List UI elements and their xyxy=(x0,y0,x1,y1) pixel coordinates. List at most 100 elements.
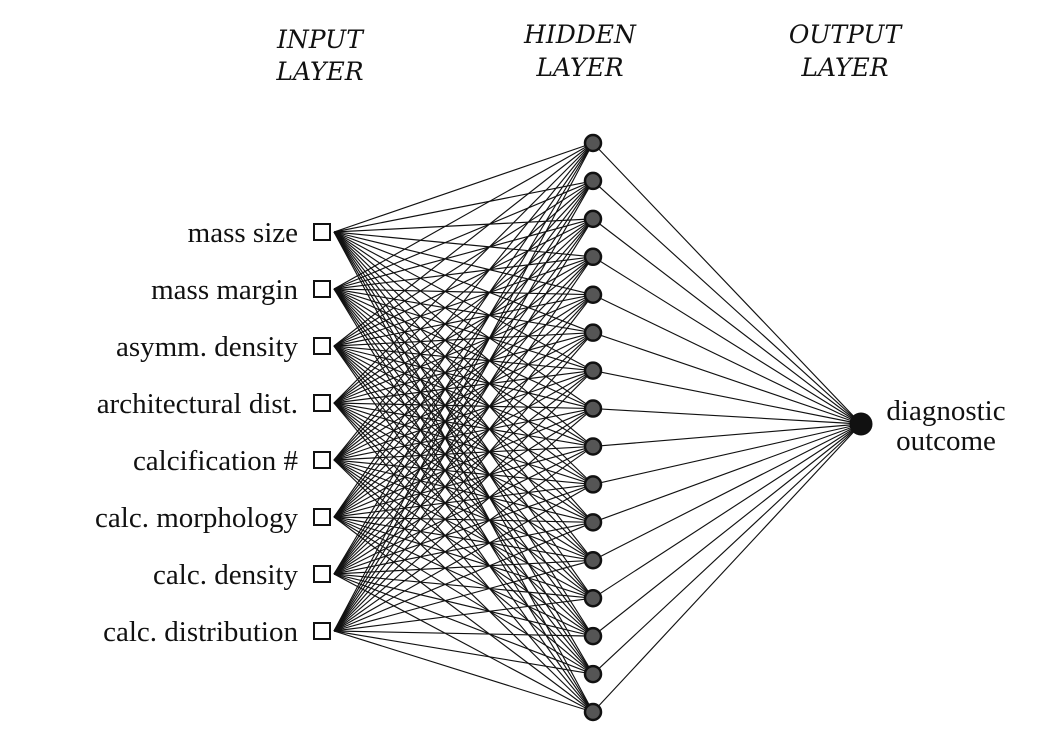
edge-hidden-1-output-0 xyxy=(592,180,862,425)
edge-hidden-9-output-0 xyxy=(592,423,862,485)
hidden-node-1 xyxy=(583,171,603,191)
edge-hidden-4-output-0 xyxy=(592,294,862,425)
edge-input-6-hidden-1 xyxy=(333,180,594,575)
output-layer-title-line-2: LAYER xyxy=(800,53,888,82)
input-node-3 xyxy=(313,394,331,412)
edge-input-7-hidden-15 xyxy=(333,630,594,713)
output-node-0 xyxy=(849,412,873,436)
edge-input-1-hidden-2 xyxy=(333,218,594,290)
hidden-node-2 xyxy=(583,209,603,229)
edge-input-6-hidden-3 xyxy=(333,256,594,575)
hidden-node-10 xyxy=(583,513,603,532)
hidden-layer-title-line-1: HIDDEN xyxy=(523,20,637,49)
input-node-2 xyxy=(313,337,331,355)
edge-hidden-11-output-0 xyxy=(592,423,862,561)
edge-input-5-hidden-2 xyxy=(333,218,594,518)
edge-input-3-hidden-0 xyxy=(333,142,594,404)
edge-input-5-hidden-1 xyxy=(333,180,594,518)
output-layer-title-line-1: OUTPUT xyxy=(789,20,904,49)
edge-hidden-13-output-0 xyxy=(592,423,862,637)
edge-hidden-15-output-0 xyxy=(592,423,862,713)
hidden-node-0 xyxy=(583,133,603,153)
hidden-node-8 xyxy=(583,437,603,456)
input-node-5 xyxy=(313,508,331,526)
edge-input-2-hidden-0 xyxy=(333,142,594,347)
nodes xyxy=(313,133,873,722)
edge-hidden-12-output-0 xyxy=(592,423,862,599)
input-node-label-1: mass margin xyxy=(151,274,298,306)
edge-hidden-3-output-0 xyxy=(592,256,862,425)
edge-input-7-hidden-8 xyxy=(333,445,594,632)
edge-input-7-hidden-3 xyxy=(333,256,594,632)
input-node-label-4: calcification # xyxy=(133,445,298,477)
edge-input-6-hidden-11 xyxy=(333,559,594,575)
edge-input-6-hidden-6 xyxy=(333,370,594,575)
hidden-node-6 xyxy=(583,361,603,380)
edge-input-1-hidden-1 xyxy=(333,180,594,290)
edge-input-7-hidden-13 xyxy=(333,630,594,637)
hidden-node-15 xyxy=(583,702,603,722)
edge-input-6-hidden-2 xyxy=(333,218,594,575)
input-node-4 xyxy=(313,451,331,469)
edge-input-6-hidden-5 xyxy=(333,332,594,575)
edge-input-7-hidden-6 xyxy=(333,370,594,632)
edge-input-7-hidden-14 xyxy=(333,630,594,675)
hidden-node-7 xyxy=(583,399,603,418)
input-node-1 xyxy=(313,280,331,298)
input-node-7 xyxy=(313,622,331,640)
edge-input-7-hidden-12 xyxy=(333,597,594,632)
edge-input-6-hidden-4 xyxy=(333,294,594,575)
input-node-label-5: calc. morphology xyxy=(95,502,298,534)
hidden-node-5 xyxy=(583,323,603,342)
connections xyxy=(333,142,862,713)
edge-input-7-hidden-1 xyxy=(333,180,594,632)
edge-hidden-14-output-0 xyxy=(592,423,862,675)
hidden-node-12 xyxy=(583,588,603,608)
edge-input-0-hidden-1 xyxy=(333,180,594,233)
input-node-0 xyxy=(313,223,331,241)
input-layer-title-line-1: INPUT xyxy=(276,25,365,54)
edge-input-7-hidden-0 xyxy=(333,142,594,632)
edge-input-5-hidden-0 xyxy=(333,142,594,518)
edge-input-1-hidden-0 xyxy=(333,142,594,290)
edge-input-3-hidden-2 xyxy=(333,218,594,404)
edge-hidden-6-output-0 xyxy=(592,370,862,425)
edge-input-0-hidden-2 xyxy=(333,218,594,233)
edge-input-2-hidden-2 xyxy=(333,218,594,347)
hidden-node-13 xyxy=(583,626,603,646)
edge-input-7-hidden-10 xyxy=(333,521,594,632)
edge-input-4-hidden-2 xyxy=(333,218,594,461)
hidden-node-4 xyxy=(583,285,603,304)
edge-input-7-hidden-5 xyxy=(333,332,594,632)
input-node-label-2: asymm. density xyxy=(116,331,299,363)
input-layer-title-line-2: LAYER xyxy=(275,57,363,86)
edge-hidden-5-output-0 xyxy=(592,332,862,425)
edge-input-6-hidden-7 xyxy=(333,408,594,575)
input-node-label-6: calc. density xyxy=(153,559,298,591)
edge-input-6-hidden-0 xyxy=(333,142,594,575)
edge-input-6-hidden-10 xyxy=(333,521,594,575)
edge-hidden-10-output-0 xyxy=(592,423,862,523)
hidden-node-9 xyxy=(583,475,603,494)
edge-hidden-0-output-0 xyxy=(592,142,862,425)
edge-hidden-8-output-0 xyxy=(592,423,862,448)
hidden-node-11 xyxy=(583,551,603,570)
hidden-layer-title-line-2: LAYER xyxy=(535,53,623,82)
edge-input-7-hidden-7 xyxy=(333,408,594,632)
output-node-label-line-1: outcome xyxy=(896,425,996,457)
input-node-label-3: architectural dist. xyxy=(97,388,298,420)
output-node-label-line-0: diagnostic xyxy=(886,395,1005,427)
edge-hidden-2-output-0 xyxy=(592,218,862,425)
edge-input-4-hidden-0 xyxy=(333,142,594,461)
input-node-6 xyxy=(313,565,331,583)
edge-input-6-hidden-15 xyxy=(333,573,594,713)
hidden-node-3 xyxy=(583,247,603,267)
edge-input-2-hidden-1 xyxy=(333,180,594,347)
edge-input-6-hidden-13 xyxy=(333,573,594,637)
edge-input-4-hidden-1 xyxy=(333,180,594,461)
edge-input-6-hidden-12 xyxy=(333,573,594,599)
edge-hidden-7-output-0 xyxy=(592,407,862,425)
hidden-node-14 xyxy=(583,664,603,684)
layer-titles: INPUT LAYER HIDDEN LAYER OUTPUT LAYER xyxy=(275,20,903,86)
